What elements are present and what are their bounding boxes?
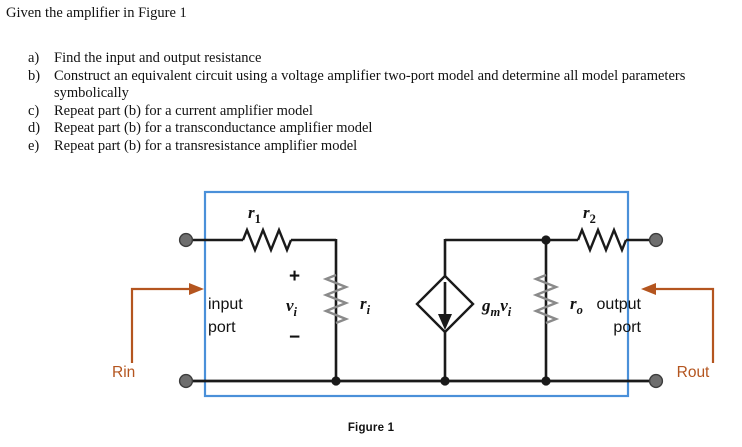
label-vi-base: v bbox=[286, 296, 294, 315]
label-r1-sub: 1 bbox=[255, 212, 261, 226]
task-text: Repeat part (b) for a current amplifier … bbox=[54, 102, 313, 119]
list-item: e) Repeat part (b) for a transresistance… bbox=[28, 138, 728, 156]
rin-arrow-shaft bbox=[130, 287, 193, 363]
label-output-port-line2: port bbox=[613, 319, 641, 336]
task-marker: d) bbox=[28, 120, 41, 136]
resistor-ro bbox=[532, 273, 560, 325]
label-input-port-line2: port bbox=[208, 319, 236, 336]
terminal-input-positive bbox=[178, 232, 194, 248]
rout-arrow-shaft bbox=[652, 287, 715, 363]
label-ro-base: r bbox=[570, 294, 577, 313]
resistor-ri bbox=[322, 273, 350, 325]
label-polarity-plus: + bbox=[289, 266, 300, 287]
label-input-port-line1: input bbox=[208, 296, 243, 313]
list-item: a) Find the input and output resistance bbox=[28, 50, 728, 68]
label-polarity-minus: − bbox=[289, 327, 300, 348]
label-ri: ri bbox=[360, 294, 371, 317]
terminal-output-positive bbox=[648, 232, 664, 248]
junction-dot-source-bottom bbox=[440, 376, 450, 386]
figure-1-diagram: r1 r2 ri ro + vi − gmv bbox=[0, 178, 742, 447]
junction-dot-ro-bottom bbox=[541, 376, 551, 386]
junction-dot-ri-bottom bbox=[331, 376, 341, 386]
list-item: d) Repeat part (b) for a transconductanc… bbox=[28, 120, 728, 138]
figure-caption: Figure 1 bbox=[347, 422, 395, 434]
label-gm-sub: m bbox=[491, 305, 501, 319]
label-output-port-line1: output bbox=[597, 296, 642, 313]
source-arrow-head-icon bbox=[438, 314, 452, 330]
label-vi-sub: i bbox=[294, 305, 298, 319]
task-text: Construct an equivalent circuit using a … bbox=[54, 67, 686, 102]
task-text: Find the input and output resistance bbox=[54, 50, 262, 66]
label-vi: vi bbox=[286, 296, 298, 319]
list-item: b) Construct an equivalent circuit using… bbox=[28, 68, 728, 103]
junction-dot-ro-top bbox=[541, 235, 551, 245]
task-text: Repeat part (b) for a transconductance a… bbox=[54, 120, 373, 136]
label-ri-base: r bbox=[360, 294, 367, 313]
task-marker: c) bbox=[28, 102, 40, 119]
label-dependent-source-value: gmvi bbox=[481, 296, 512, 319]
circuit-svg: r1 r2 ri ro + vi − gmv bbox=[112, 190, 715, 398]
label-ro: ro bbox=[570, 294, 583, 317]
label-r1: r1 bbox=[248, 203, 261, 226]
rin-arrow-head-icon bbox=[189, 283, 204, 295]
resistor-r1 bbox=[241, 226, 293, 254]
label-rin: Rin bbox=[112, 364, 135, 381]
task-marker: a) bbox=[28, 50, 40, 66]
terminal-output-negative bbox=[648, 373, 664, 389]
task-text: Repeat part (b) for a transresistance am… bbox=[54, 137, 358, 154]
terminal-input-negative bbox=[178, 373, 194, 389]
task-marker: b) bbox=[28, 67, 41, 84]
label-gm-v-sub: i bbox=[508, 305, 512, 319]
task-marker: e) bbox=[28, 137, 40, 154]
resistor-r2 bbox=[576, 226, 628, 254]
label-ro-sub: o bbox=[577, 303, 583, 317]
two-port-boundary-box bbox=[203, 190, 630, 398]
list-item: c) Repeat part (b) for a current amplifi… bbox=[28, 103, 728, 121]
label-r1-base: r bbox=[248, 203, 255, 222]
label-r2-sub: 2 bbox=[590, 212, 596, 226]
intro-text: Given the amplifier in Figure 1 bbox=[6, 5, 187, 21]
task-list: a) Find the input and output resistance … bbox=[28, 50, 728, 155]
label-gm-v: v bbox=[500, 296, 508, 315]
rout-arrow-head-icon bbox=[641, 283, 656, 295]
label-ri-sub: i bbox=[367, 303, 371, 317]
label-rout: Rout bbox=[677, 364, 710, 381]
label-gm-base: g bbox=[481, 296, 491, 315]
label-r2-base: r bbox=[583, 203, 590, 222]
label-r2: r2 bbox=[583, 203, 596, 226]
